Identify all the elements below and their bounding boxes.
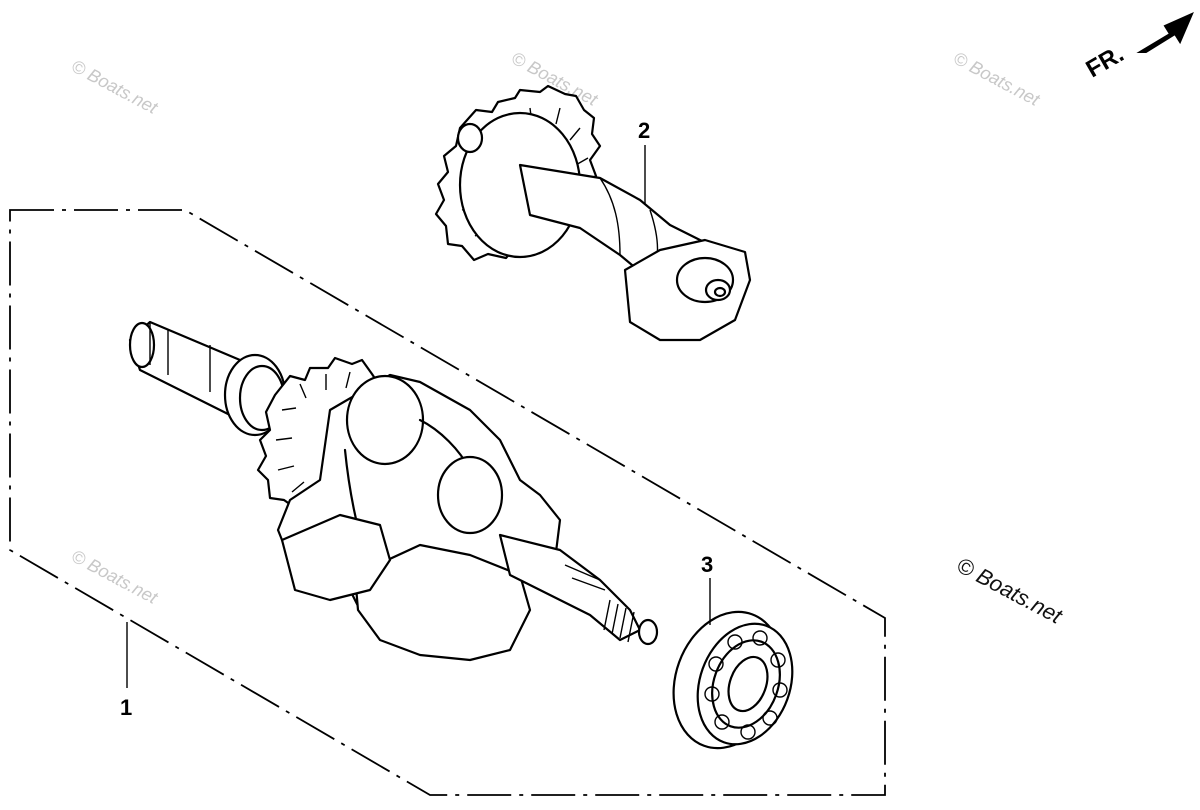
crankshaft-illustration xyxy=(128,320,659,662)
watermark-copyright: © Boats.net xyxy=(953,552,1067,629)
part-number-2: 2 xyxy=(638,118,650,143)
assembly-boundary xyxy=(9,209,886,796)
watermark-bottom-left: © Boats.net xyxy=(68,546,162,608)
crankshaft-crank-pin xyxy=(436,455,504,535)
part-number-1: 1 xyxy=(120,695,132,720)
watermark-top-left: © Boats.net xyxy=(68,56,162,118)
watermark-top-right: © Boats.net xyxy=(950,48,1044,110)
front-direction-label: FR. xyxy=(1082,40,1129,83)
part-callouts: 2 3 1 xyxy=(120,118,713,720)
ball-bearing-illustration xyxy=(672,610,794,750)
bearing-balls xyxy=(704,630,788,740)
crankshaft-main-journal xyxy=(345,374,425,466)
front-direction-indicator: FR. xyxy=(1082,12,1194,83)
front-arrow-icon xyxy=(1136,12,1194,53)
balancer-shaft-illustration xyxy=(434,84,752,342)
part-number-3: 3 xyxy=(701,552,713,577)
